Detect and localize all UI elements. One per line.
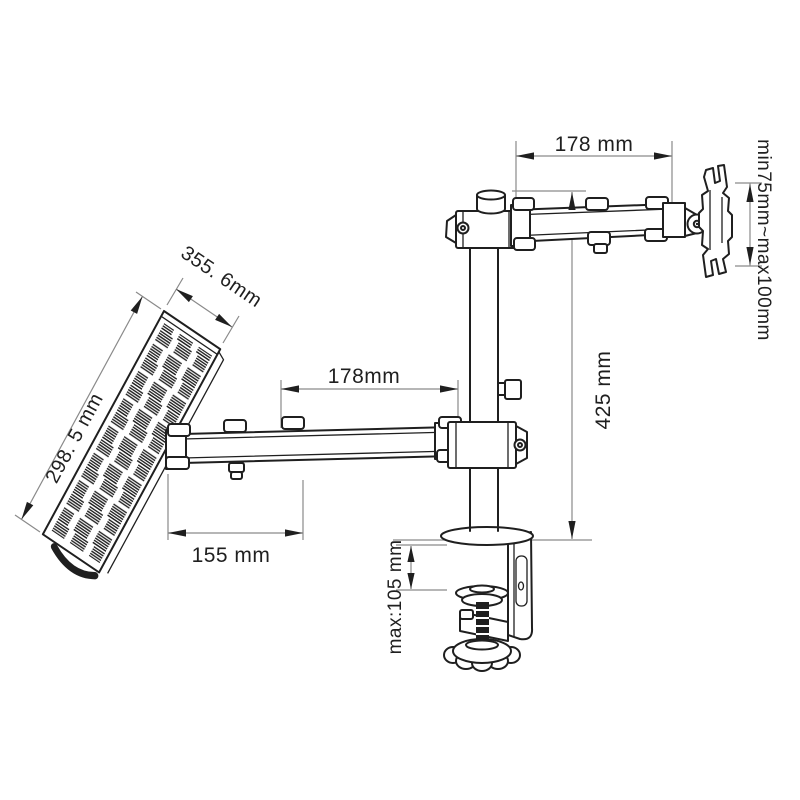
clamp-screw-assembly bbox=[443, 584, 521, 672]
cable-clip bbox=[223, 419, 247, 433]
collar-knuckle bbox=[445, 214, 457, 244]
pole-assembly bbox=[440, 189, 534, 546]
clamp-star-knob bbox=[443, 638, 521, 672]
dim-upper-arm-length: 178 mm bbox=[555, 133, 634, 156]
cable-clip bbox=[585, 197, 609, 211]
pole-knob bbox=[504, 379, 522, 400]
dim-tray-width: 355. 6mm bbox=[177, 242, 266, 312]
pole bbox=[469, 246, 499, 532]
base-plate bbox=[440, 526, 534, 546]
dim-pole-height: 425 mm bbox=[592, 351, 615, 430]
dim-lower-arm-length: 178mm bbox=[328, 365, 401, 388]
clip-screw bbox=[593, 243, 608, 254]
upper-arm bbox=[510, 164, 733, 278]
clamp-slot bbox=[515, 555, 528, 607]
clip-screw bbox=[228, 462, 245, 473]
dim-clamp-opening: max:105 mm bbox=[385, 540, 406, 655]
laptop-tray bbox=[41, 309, 225, 580]
arm-hinge bbox=[662, 202, 686, 238]
clip-screw bbox=[230, 471, 243, 480]
tray-stopper-lip bbox=[50, 543, 99, 580]
cable-clip bbox=[281, 416, 305, 430]
cable-clip bbox=[167, 423, 191, 437]
cable-clip bbox=[513, 237, 536, 251]
dim-vesa-range: min75mm~max100mm bbox=[753, 139, 774, 341]
tray-front-lip bbox=[107, 351, 225, 574]
cable-clip bbox=[512, 197, 535, 211]
lower-arm-collar bbox=[447, 421, 517, 469]
tray-vent-slots bbox=[51, 323, 213, 564]
dim-forearm-length: 155 mm bbox=[192, 544, 271, 567]
cable-clip bbox=[165, 456, 190, 470]
dimension-arrows bbox=[21, 152, 754, 589]
lower-arm bbox=[165, 416, 462, 480]
clamp-back-plate bbox=[507, 531, 534, 641]
vesa-plate bbox=[698, 164, 733, 278]
